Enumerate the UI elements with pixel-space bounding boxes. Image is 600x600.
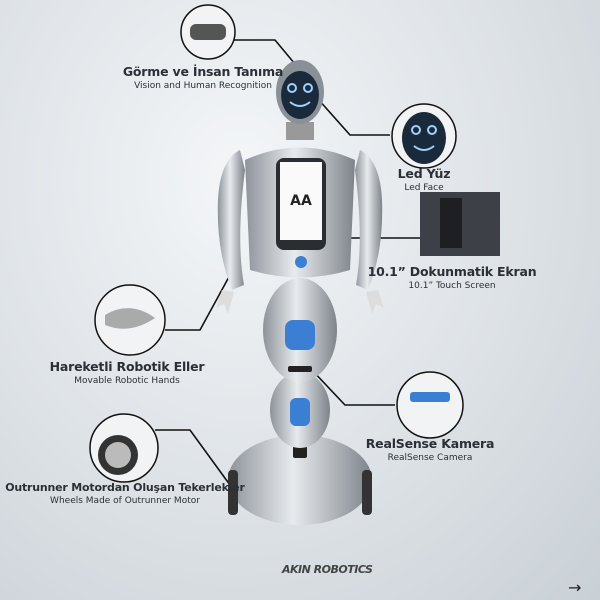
feature-title: Outrunner Motordan Oluşan Tekerlekler (5, 481, 245, 494)
arrow-right-icon[interactable]: → (568, 578, 582, 597)
feature-subtitle: 10.1” Touch Screen (408, 281, 496, 291)
robot: AA (216, 60, 384, 525)
akin-robotics-logo: AKIN ROBOTICS (282, 563, 373, 576)
feature-subtitle: RealSense Camera (387, 453, 473, 463)
feature-subtitle: Wheels Made of Outrunner Motor (50, 496, 200, 506)
detail-circles (89, 4, 500, 483)
feature-vision: Görme ve İnsan Tanıma Vision and Human R… (122, 64, 284, 91)
feature-subtitle: Movable Robotic Hands (74, 376, 180, 386)
feature-subtitle: Led Face (404, 183, 444, 193)
feature-wheels: Outrunner Motordan Oluşan Tekerlekler Wh… (5, 481, 245, 506)
svg-text:AA: AA (290, 193, 312, 209)
feature-led-face: Led Yüz Led Face (398, 166, 451, 193)
feature-title: 10.1” Dokunmatik Ekran (367, 264, 537, 279)
feature-title: Led Yüz (397, 166, 451, 181)
feature-subtitle: Vision and Human Recognition (134, 81, 272, 91)
feature-title: Hareketli Robotik Eller (49, 359, 205, 374)
feature-touch-screen: 10.1” Dokunmatik Ekran 10.1” Touch Scree… (368, 264, 537, 291)
feature-realsense-camera: RealSense Kamera RealSense Camera (366, 436, 495, 463)
feature-robotic-hands: Hareketli Robotik Eller Movable Robotic … (50, 359, 205, 386)
feature-title: RealSense Kamera (365, 436, 495, 451)
feature-title: Görme ve İnsan Tanıma (122, 64, 284, 79)
